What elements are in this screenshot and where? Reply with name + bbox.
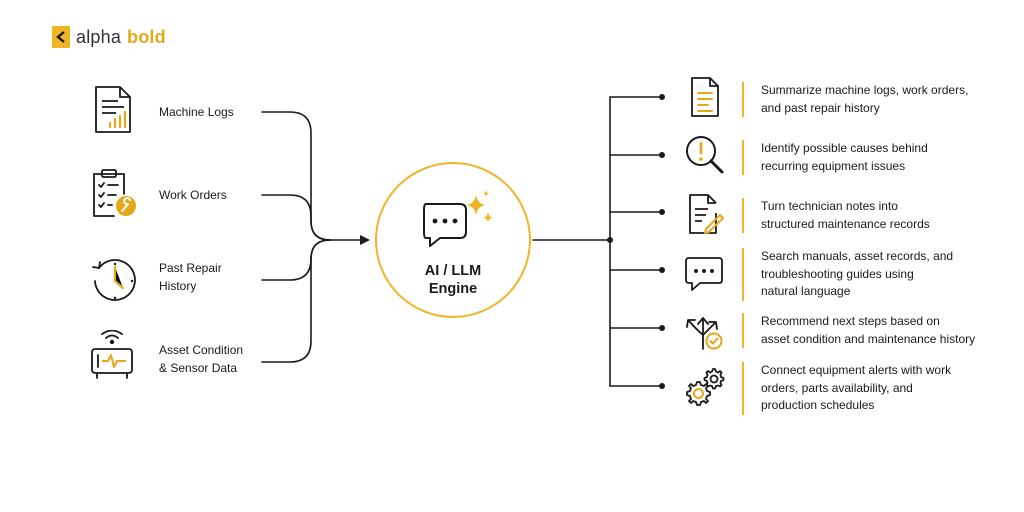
output-line: Turn technician notes into xyxy=(761,199,898,213)
output-line: Search manuals, asset records, and xyxy=(761,249,954,263)
output-line: troubleshooting guides using xyxy=(761,266,914,281)
output-line: Connect equipment alerts with work xyxy=(761,363,952,377)
output-line: asset condition and maintenance history xyxy=(761,331,976,346)
output-line: recurring equipment issues xyxy=(761,158,906,173)
input-label-line: Past Repair xyxy=(159,261,222,275)
engine-label-line: Engine xyxy=(428,281,478,297)
output-text-search-manuals: Search manuals, asset records, and troub… xyxy=(742,248,1011,301)
output-line: and past repair history xyxy=(761,100,880,115)
brand-word-alpha: alpha xyxy=(76,26,122,47)
chat-bubble-icon xyxy=(685,257,723,291)
output-line: Identify possible causes behind xyxy=(761,141,928,155)
clock-history-icon xyxy=(92,259,136,301)
gears-icon xyxy=(686,368,725,406)
output-text-summarize: Summarize machine logs, work orders, and… xyxy=(742,82,1011,117)
input-machine-logs xyxy=(90,85,138,140)
engine-label-line: AI / LLM xyxy=(424,263,482,279)
output-line: orders, parts availability, and xyxy=(761,380,913,395)
input-label-line: Machine Logs xyxy=(159,105,234,119)
magnifier-alert-icon xyxy=(686,136,724,174)
ai-llm-engine-node xyxy=(375,162,531,318)
input-label-work-orders: Work Orders xyxy=(159,186,227,204)
input-label-line: Asset Condition xyxy=(159,343,244,357)
document-list-icon xyxy=(691,77,719,117)
input-label-past-repair-history: Past Repair History xyxy=(159,259,222,295)
document-chart-icon xyxy=(95,86,131,133)
output-line: structured maintenance records xyxy=(761,216,930,231)
document-pencil-icon xyxy=(689,194,724,234)
engine-label: AI / LLM Engine xyxy=(375,262,531,298)
input-asset-condition xyxy=(88,329,136,385)
input-past-repair-history xyxy=(90,255,138,310)
clipboard-wrench-icon xyxy=(93,169,136,217)
input-label-line: Work Orders xyxy=(159,188,227,202)
branching-arrows-check-icon xyxy=(686,317,723,350)
output-line: natural language xyxy=(761,284,851,298)
output-line: Summarize machine logs, work orders, xyxy=(761,83,969,97)
output-text-connect-alerts: Connect equipment alerts with work order… xyxy=(742,362,1011,415)
brand-logo: alpha bold xyxy=(52,26,166,48)
output-text-identify-causes: Identify possible causes behind recurrin… xyxy=(742,140,1011,175)
sensor-monitor-icon xyxy=(91,329,133,379)
chat-sparkle-icon xyxy=(423,190,493,247)
output-line: Recommend next steps based on xyxy=(761,314,940,328)
input-label-machine-logs: Machine Logs xyxy=(159,103,234,121)
brand-word-bold: bold xyxy=(127,26,166,47)
alphabold-logo-icon xyxy=(52,26,70,48)
output-line: production schedules xyxy=(761,398,875,412)
input-label-asset-condition: Asset Condition & Sensor Data xyxy=(159,341,243,377)
input-label-line: & Sensor Data xyxy=(159,361,238,375)
input-label-line: History xyxy=(159,279,197,293)
output-text-recommend-steps: Recommend next steps based on asset cond… xyxy=(742,313,1011,348)
output-text-technician-notes: Turn technician notes into structured ma… xyxy=(742,198,1011,233)
input-work-orders xyxy=(90,168,138,223)
